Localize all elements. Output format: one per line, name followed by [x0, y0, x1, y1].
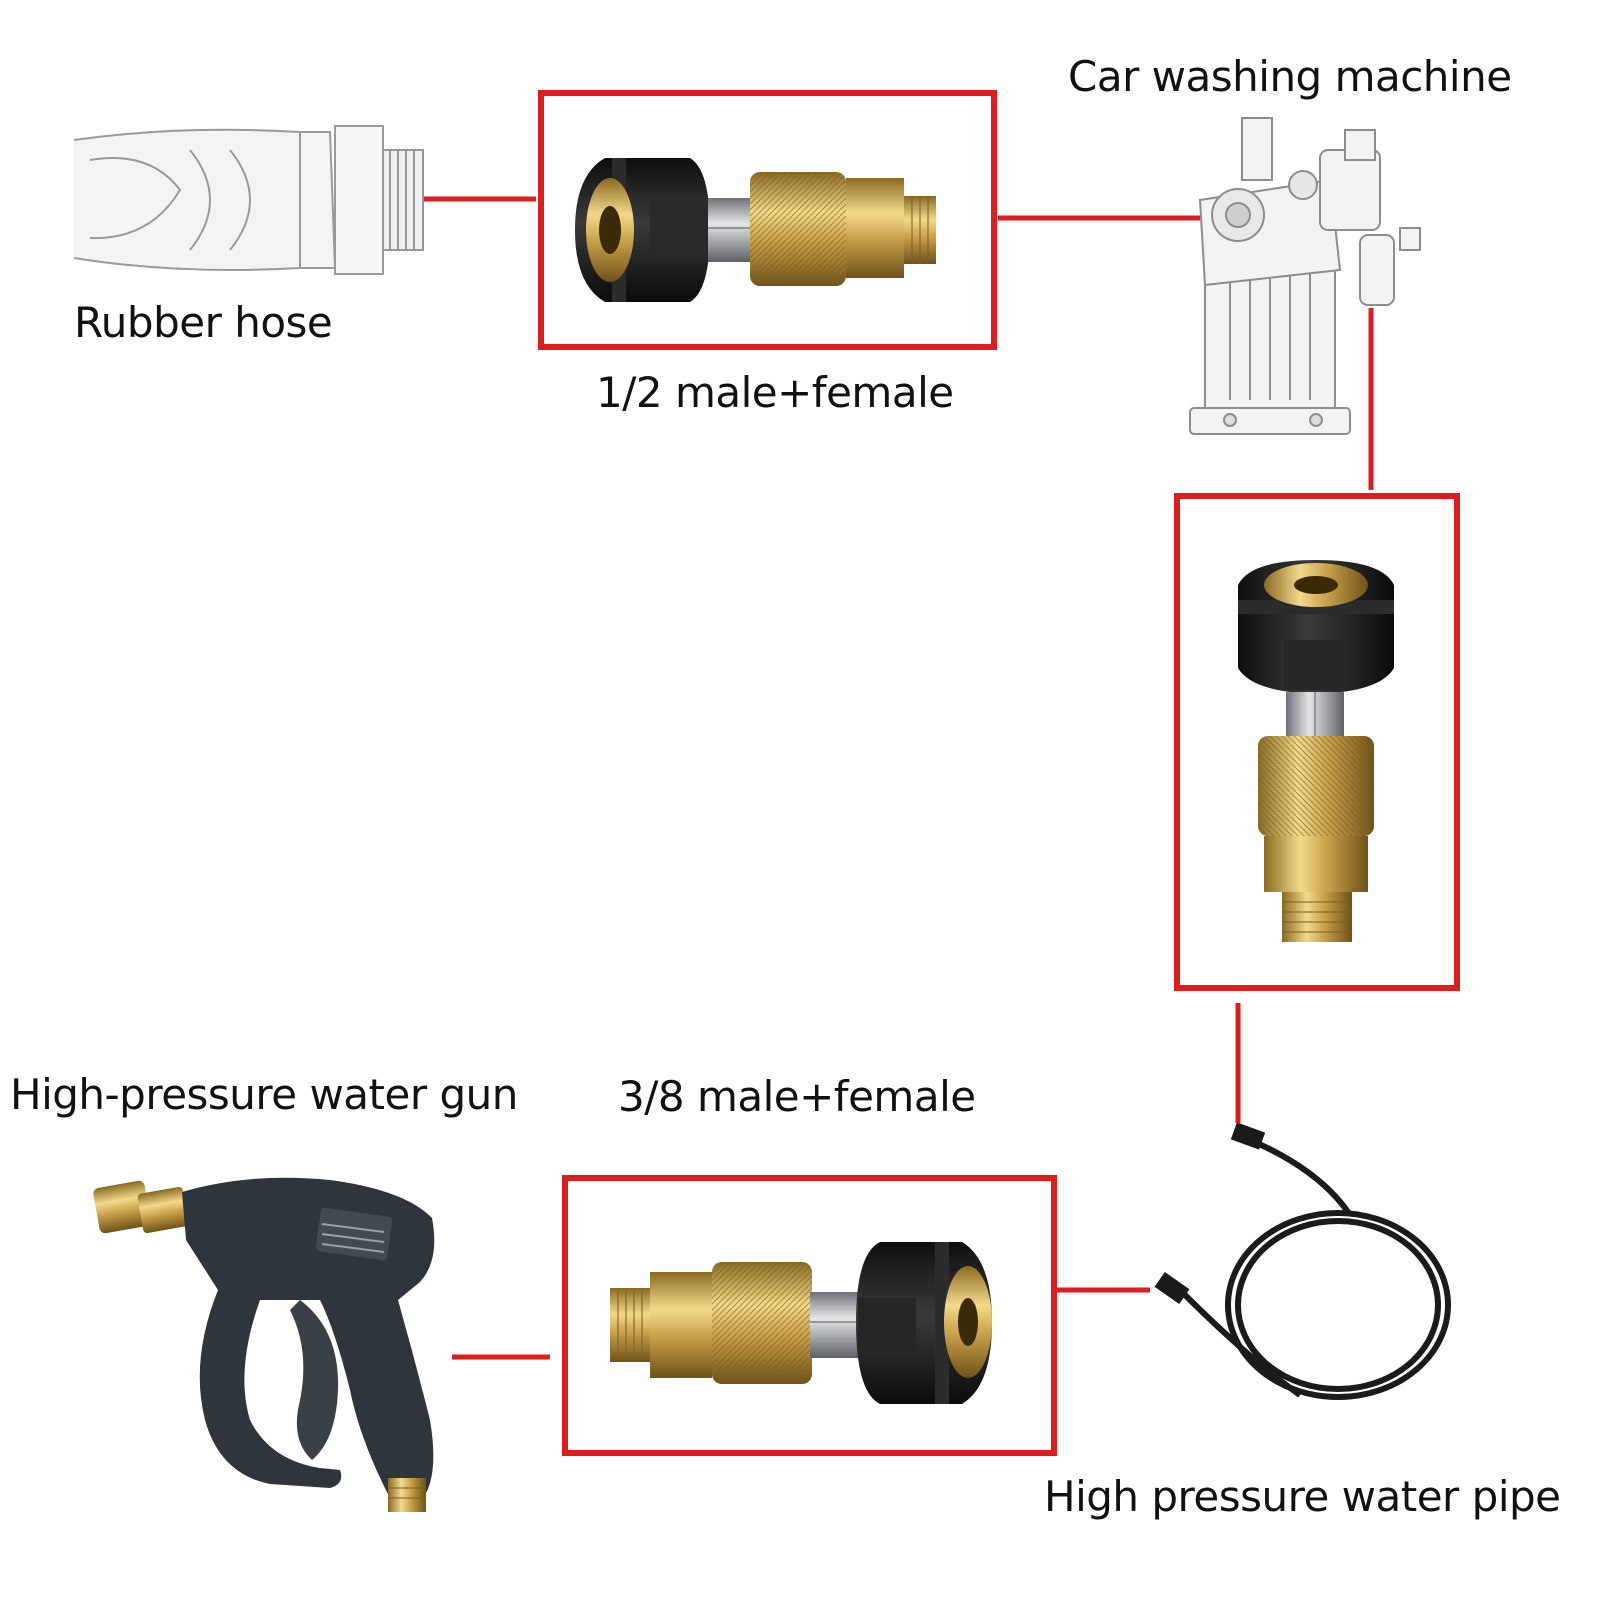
- half-inch-adapter-icon: [575, 158, 936, 302]
- three-eighths-adapter-icon: [610, 1242, 992, 1404]
- water-gun-label: High-pressure water gun: [10, 1070, 518, 1119]
- car-washing-machine-icon: [1189, 117, 1421, 435]
- water-gun-icon: [93, 1177, 435, 1512]
- water-pipe-label: High pressure water pipe: [1044, 1472, 1561, 1521]
- connector-lines: [420, 196, 1374, 1360]
- vertical-adapter-box: [1174, 493, 1460, 991]
- three-eighths-adapter-box: [562, 1175, 1057, 1456]
- half-inch-adapter-label: 1/2 male+female: [596, 368, 954, 417]
- car-washing-machine-label: Car washing machine: [1068, 52, 1512, 101]
- three-eighths-adapter-label: 3/8 male+female: [618, 1072, 976, 1121]
- half-inch-adapter-box: [538, 90, 997, 350]
- water-pipe-icon: [1154, 1122, 1451, 1400]
- rubber-hose-icon: [73, 125, 424, 275]
- rubber-hose-label: Rubber hose: [74, 298, 333, 347]
- vertical-adapter-icon: [1238, 560, 1394, 942]
